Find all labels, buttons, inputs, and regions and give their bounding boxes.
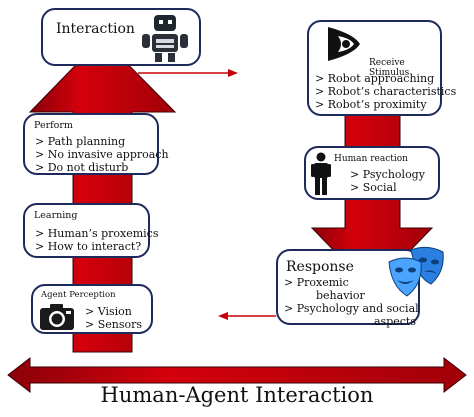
perform-item: > Do not disturb <box>35 161 129 174</box>
agent-perception-title: Agent Perception <box>41 290 116 300</box>
interaction-box: Interaction <box>41 8 201 66</box>
response-item: aspects <box>374 315 416 328</box>
agent-perception-item: > Sensors <box>85 318 143 331</box>
human-reaction-box: Human reaction > Psychology > Social <box>304 146 440 200</box>
interaction-title: Interaction <box>56 21 135 37</box>
learning-box: Learning > Human’s proxemics > How to in… <box>23 203 159 258</box>
eye-icon <box>328 27 360 61</box>
person-icon <box>311 152 331 195</box>
agent-perception-box: Agent Perception > Vision > Sensors <box>31 284 153 334</box>
receive-stimulus-item: > Robot approaching <box>315 72 435 85</box>
learning-item: > Human’s proxemics <box>35 227 159 240</box>
response-item: > Proxemic <box>284 276 349 289</box>
thin-arrow-left <box>218 312 276 320</box>
learning-item: > How to interact? <box>35 240 142 253</box>
perform-title: Perform <box>34 120 73 131</box>
human-reaction-item: > Social <box>350 181 397 194</box>
response-title: Response <box>286 259 354 275</box>
human-reaction-title: Human reaction <box>334 154 408 164</box>
response-item: > Psychology and social <box>284 302 419 315</box>
bottom-double-arrow <box>7 356 467 394</box>
receive-stimulus-box: Receive Stimulus > Robot approaching > R… <box>307 20 456 116</box>
perform-box: Perform > Path planning > No invasive ap… <box>23 113 169 175</box>
receive-stimulus-title: Receive Stimulus <box>369 58 410 78</box>
agent-perception-item: > Vision <box>85 305 132 318</box>
theater-masks-icon <box>388 246 444 297</box>
receive-stimulus-item: > Robot’s proximity <box>315 98 427 111</box>
learning-title: Learning <box>34 210 78 221</box>
response-item: behavior <box>316 289 365 302</box>
bottom-label: Human-Agent Interaction <box>100 383 374 407</box>
robot-icon <box>142 15 188 62</box>
perform-item: > No invasive approach <box>35 148 169 161</box>
human-reaction-item: > Psychology <box>350 168 425 181</box>
camera-icon <box>40 304 74 330</box>
perform-item: > Path planning <box>35 135 126 148</box>
receive-stimulus-item: > Robot’s characteristics <box>315 85 457 98</box>
thin-arrow-right <box>138 69 238 77</box>
